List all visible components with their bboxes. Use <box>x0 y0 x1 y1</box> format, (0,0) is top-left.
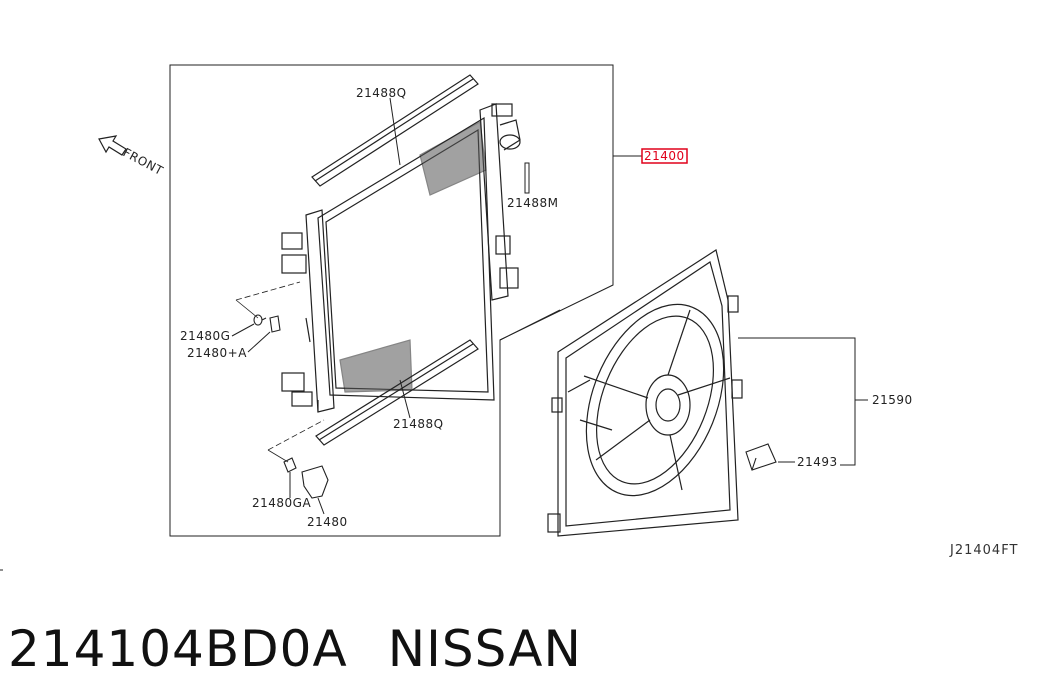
front-arrow-icon <box>98 135 127 156</box>
motor-connector-21493 <box>745 443 777 471</box>
label-21488m: 21488M <box>507 196 559 210</box>
label-21488q-top: 21488Q <box>356 86 407 100</box>
part-number: 214104BD0A <box>8 620 348 678</box>
grommet-21480a <box>269 315 281 333</box>
label-21590: 21590 <box>872 393 913 407</box>
label-21480ga: 21480GA <box>252 496 311 510</box>
figure-id: J21404FT <box>950 543 1019 558</box>
bolt-21480g <box>253 314 267 326</box>
label-21480-a: 21480+A <box>187 346 247 360</box>
mount-21480 <box>301 465 329 499</box>
radiator-core <box>281 103 521 413</box>
label-21493: 21493 <box>797 455 838 469</box>
bracket-21590 <box>738 337 856 466</box>
bolt-21480ga <box>283 457 297 473</box>
brand-name: NISSAN <box>387 620 582 678</box>
part-caption: 214104BD0A NISSAN <box>8 620 582 678</box>
pin-21488m <box>524 162 530 194</box>
label-21488q-bottom: 21488Q <box>393 417 444 431</box>
radiator-exploded-diagram: FRONT 21488Q 21400 21488 <box>0 64 913 571</box>
upper-seal-strip <box>311 74 479 187</box>
label-21400: 21400 <box>644 149 685 163</box>
lower-seal-strip <box>315 339 479 446</box>
label-21480: 21480 <box>307 515 348 529</box>
front-label: FRONT <box>121 145 166 178</box>
highlight-box-21400 <box>641 148 688 164</box>
fan-shroud <box>547 249 743 537</box>
label-21480g: 21480G <box>180 329 230 343</box>
